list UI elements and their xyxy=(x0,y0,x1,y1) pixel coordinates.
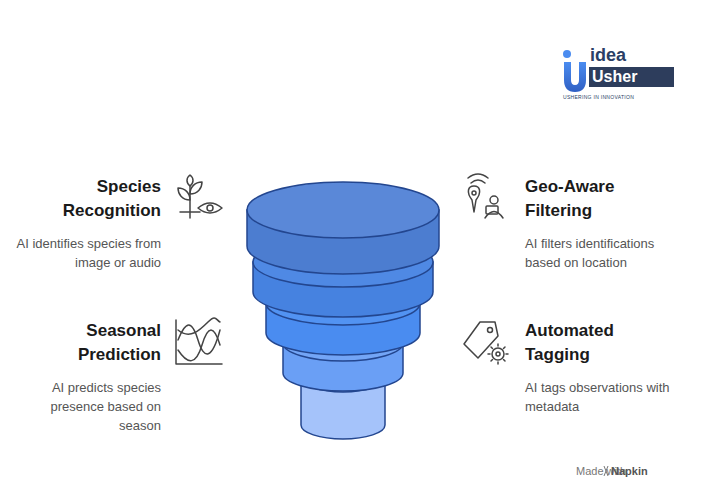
feature-heading: Species Recognition xyxy=(41,175,161,223)
feature-description: AI tags observations with metadata xyxy=(525,378,687,416)
feature-description: AI predicts species presence based on se… xyxy=(11,378,161,435)
location-person-icon xyxy=(468,174,503,218)
layer-top xyxy=(247,182,439,238)
feature-description: AI identifies species from image or audi… xyxy=(11,234,161,272)
funnel-layer xyxy=(247,182,439,274)
logo-text: Usher xyxy=(592,67,637,87)
feature-heading: Seasonal Prediction xyxy=(41,319,161,367)
feature-heading: Automated Tagging xyxy=(525,319,645,367)
watermark: Napkin xyxy=(611,464,648,478)
logo-tagline: USHERING IN INNOVATION xyxy=(563,94,634,100)
feature-description: AI filters identifications based on loca… xyxy=(525,234,687,272)
plant-eye-icon xyxy=(178,175,222,218)
tag-gear-icon xyxy=(464,322,508,364)
logo-text: idea xyxy=(590,45,626,65)
feature-heading: Geo-Aware Filtering xyxy=(525,175,645,223)
funnel-stack xyxy=(247,182,439,439)
wave-chart-icon xyxy=(176,318,222,364)
